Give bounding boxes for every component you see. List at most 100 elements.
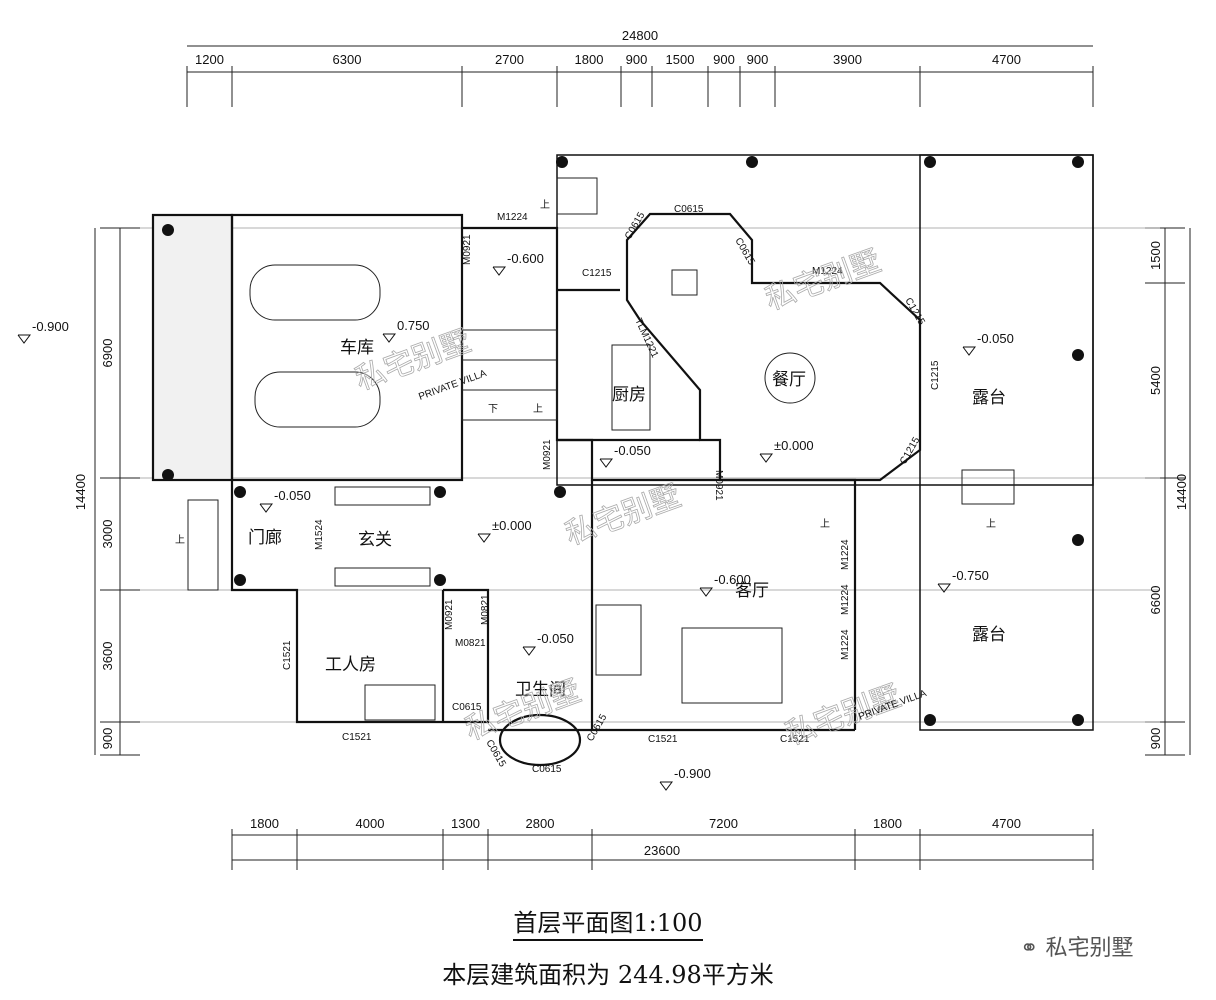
dim-label: 2700 (495, 52, 524, 67)
door-window-code: C1521 (342, 732, 372, 743)
column (1072, 349, 1084, 361)
walls (151, 154, 1094, 767)
dim-label: 2800 (526, 816, 555, 831)
door-window-code: C1521 (780, 734, 810, 745)
room-kitchen: 厨房 (612, 385, 646, 405)
room-porch: 门廊 (248, 528, 282, 548)
door-window-code: M1224 (840, 539, 851, 570)
dim-label: 1800 (575, 52, 604, 67)
dim-label: 3900 (833, 52, 862, 67)
room-staff: 工人房 (325, 655, 376, 675)
door-window-code: M1224 (497, 212, 528, 223)
axis-grid (140, 227, 1160, 723)
column (434, 486, 446, 498)
dim-label: 900 (626, 52, 648, 67)
stair-label: 下 (488, 404, 498, 415)
column (162, 224, 174, 236)
dim-label: 6900 (100, 339, 115, 368)
dim-label: 4700 (992, 816, 1021, 831)
brand-text: 私宅别墅 (1045, 936, 1134, 961)
elevation-symbol (659, 781, 673, 791)
dimension-lines (94, 45, 1191, 870)
door-window-code: C1521 (282, 640, 293, 670)
dim-label: 1800 (250, 816, 279, 831)
furniture (249, 264, 816, 721)
stair-label: 上 (175, 534, 185, 546)
drawing-title: 首层平面图1:100 (0, 903, 1216, 941)
watermark: 私宅别墅 (761, 244, 886, 318)
door-window-code: M0921 (542, 439, 553, 470)
brand-logo: ⚭ 私宅别墅 (1020, 936, 1134, 961)
door-window-code: C0615 (452, 702, 482, 713)
elevation-marks: -0.900-0.6000.750-0.050±0.000-0.050±0.00… (17, 251, 1014, 791)
dim-label: 900 (713, 52, 735, 67)
column (556, 156, 568, 168)
elevation-label: -0.750 (952, 568, 989, 583)
dim-bottom-total: 23600 (644, 843, 680, 858)
watermark: 私宅别墅 (561, 479, 686, 553)
elevation-label: -0.050 (614, 443, 651, 458)
door-window-code: M1224 (840, 584, 851, 615)
stair-label: 上 (986, 518, 996, 530)
columns (162, 156, 1084, 726)
dim-label: 1300 (451, 816, 480, 831)
elevation-label: -0.900 (32, 319, 69, 334)
area-note: 本层建筑面积为 244.98平方米 (442, 961, 774, 989)
dim-label: 7200 (709, 816, 738, 831)
stairs (187, 177, 1015, 591)
dim-label: 4000 (356, 816, 385, 831)
column (234, 486, 246, 498)
door-window-code: C1215 (582, 268, 612, 279)
elevation-symbol (522, 646, 536, 656)
elevation-label: ±0.000 (492, 518, 532, 533)
door-window-code: C0615 (732, 236, 756, 267)
dim-label: 4700 (992, 52, 1021, 67)
elevation-symbol (599, 458, 613, 468)
stair-label: 上 (540, 199, 550, 211)
column (234, 574, 246, 586)
door-window-code: C1521 (648, 734, 678, 745)
dim-label: 900 (1148, 728, 1163, 750)
room-garage: 车库 (340, 338, 374, 358)
room-terrace-lower: 露台 (972, 625, 1006, 645)
door-window-code: M0821 (455, 638, 486, 649)
column (1072, 156, 1084, 168)
door-window-code: C0615 (532, 764, 562, 775)
dim-label: 1500 (666, 52, 695, 67)
door-window-code: M1224 (812, 266, 843, 277)
door-window-code: C1215 (930, 360, 941, 390)
dim-label: 1800 (873, 816, 902, 831)
elevation-symbol (759, 453, 773, 463)
dim-label: 3600 (100, 642, 115, 671)
room-bathroom: 卫生间 (515, 680, 566, 700)
column (434, 574, 446, 586)
dim-label: 6600 (1148, 586, 1163, 615)
elevation-symbol (492, 266, 506, 276)
dim-label: 5400 (1148, 366, 1163, 395)
watermark: 私宅别墅 (781, 679, 906, 753)
door-window-code: M1224 (840, 629, 851, 660)
door-window-code: M1524 (314, 519, 325, 550)
column (924, 714, 936, 726)
elevation-label: -0.600 (507, 251, 544, 266)
column (554, 486, 566, 498)
door-window-code: M0821 (480, 594, 491, 625)
elevation-symbol (477, 533, 491, 543)
elevation-symbol (962, 346, 976, 356)
elevation-symbol (17, 334, 31, 344)
dim-left-total: 14400 (73, 474, 88, 510)
stair-labels: 上下上上上上 (175, 199, 996, 546)
door-window-code: C1215 (902, 296, 926, 327)
door-window-code: M0921 (462, 234, 473, 265)
column (162, 469, 174, 481)
stair-label: 上 (820, 518, 830, 530)
door-window-code: M0921 (713, 470, 724, 501)
elevation-label: -0.900 (674, 766, 711, 781)
room-terrace-upper: 露台 (972, 388, 1006, 408)
door-window-code: C0615 (483, 738, 507, 769)
room-dining: 餐厅 (772, 370, 806, 390)
dim-label: 900 (747, 52, 769, 67)
elevation-label: 0.750 (397, 318, 430, 333)
column (924, 156, 936, 168)
